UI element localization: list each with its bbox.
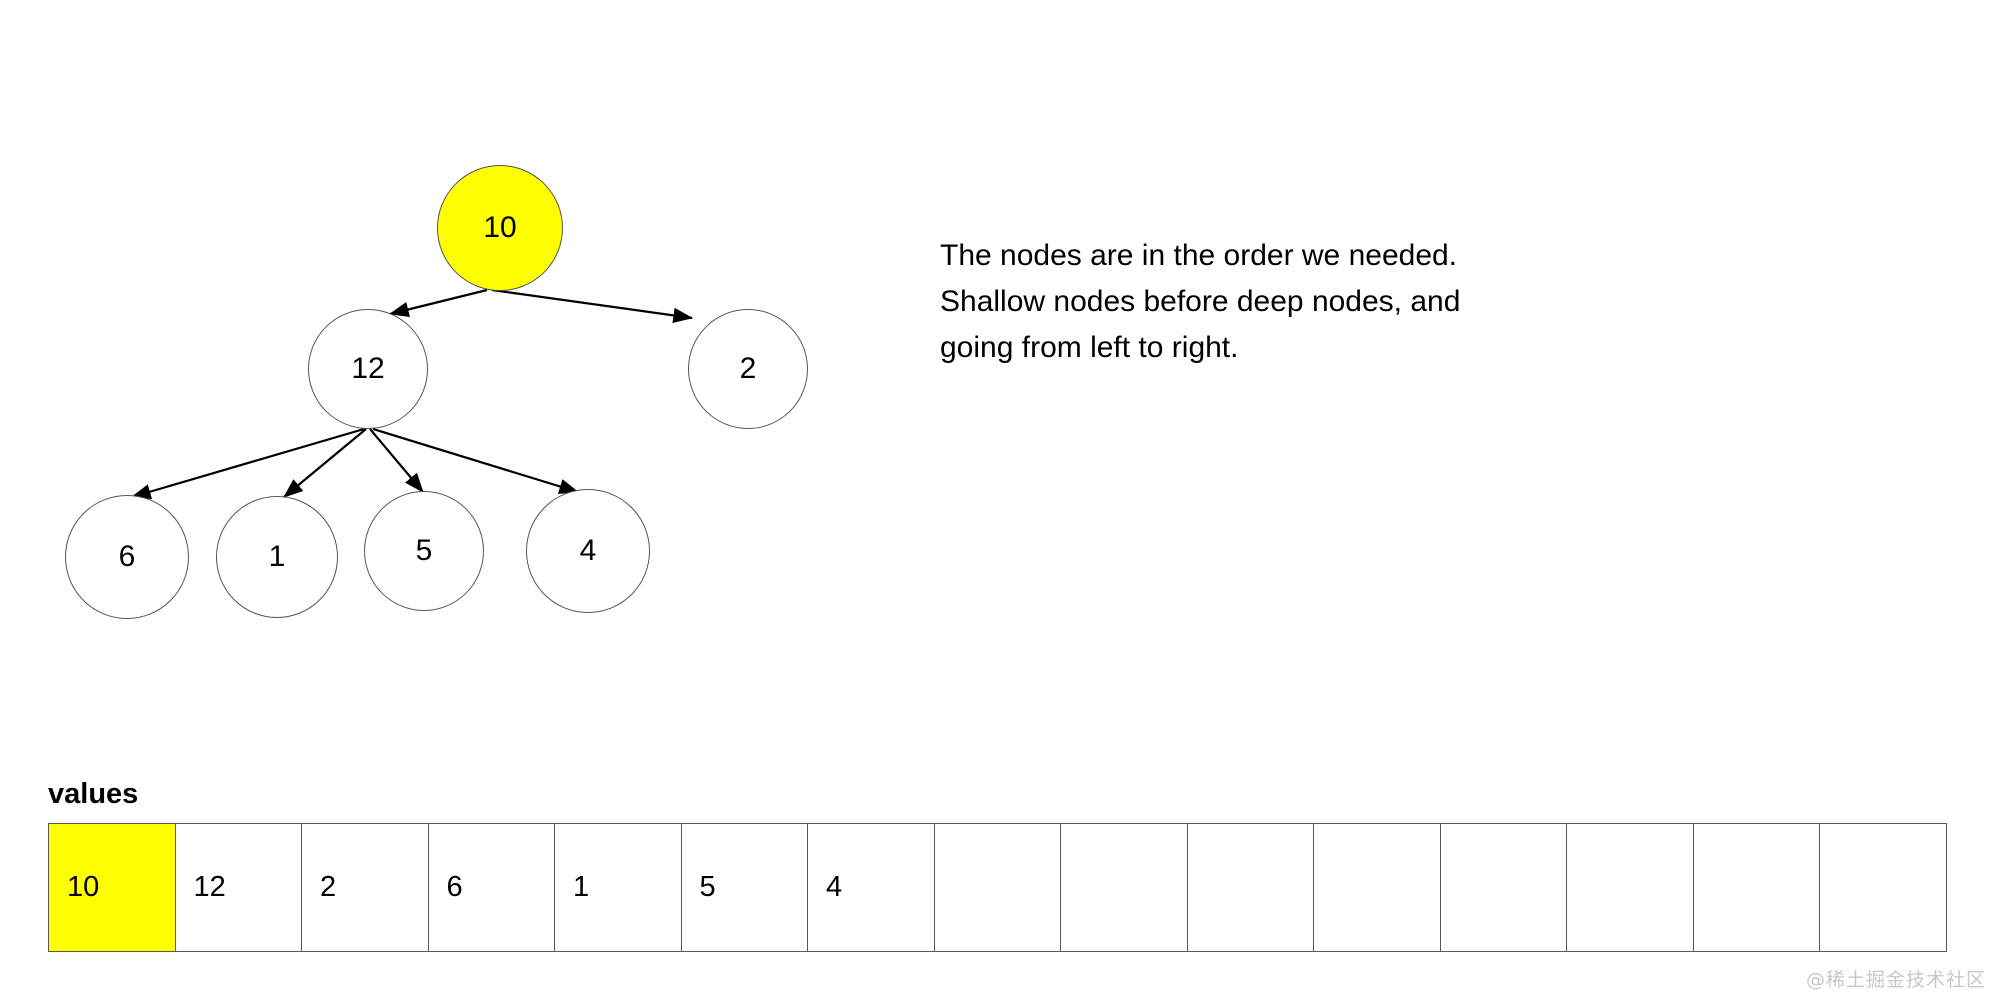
tree-node-label: 2 xyxy=(739,352,757,385)
values-cell-2[interactable]: 2 xyxy=(301,823,429,952)
values-array-section: values 10 12 2 6 1 5 4 xyxy=(48,778,1947,952)
tree-edge-10-2 xyxy=(491,288,694,324)
watermark-text: @稀土掘金技术社区 xyxy=(1805,969,1986,991)
tree-node-4[interactable]: 4 xyxy=(526,489,650,613)
tree-node-5[interactable]: 5 xyxy=(364,491,484,611)
values-array-label: values xyxy=(48,778,139,810)
tree-edges-svg xyxy=(130,288,694,500)
tree-edge-12-6 xyxy=(130,427,365,500)
values-cell-1[interactable]: 12 xyxy=(174,823,302,952)
caption-text: The nodes are in the order we needed. Sh… xyxy=(940,239,1461,364)
values-cell-6[interactable]: 4 xyxy=(807,823,935,952)
tree-edge-12-1 xyxy=(283,428,367,498)
values-cell-3[interactable]: 6 xyxy=(427,823,555,952)
values-cell-12[interactable] xyxy=(1566,823,1694,952)
values-cell-13[interactable] xyxy=(1692,823,1820,952)
table-row: 10 12 2 6 1 5 4 xyxy=(48,823,1947,952)
values-array-table: 10 12 2 6 1 5 4 xyxy=(48,823,1947,952)
tree-node-label: 5 xyxy=(415,534,433,567)
values-cell-9[interactable] xyxy=(1186,823,1314,952)
values-cell-8[interactable] xyxy=(1060,823,1188,952)
tree-node-label: 6 xyxy=(118,540,136,573)
values-cell-11[interactable] xyxy=(1439,823,1567,952)
tree-diagram: 10 12 2 6 1 5 4 xyxy=(0,0,900,660)
tree-node-12[interactable]: 12 xyxy=(308,309,428,429)
tree-edge-12-5 xyxy=(369,428,424,493)
values-cell-14[interactable] xyxy=(1819,823,1947,952)
tree-node-2[interactable]: 2 xyxy=(688,309,808,429)
tree-node-root[interactable]: 10 xyxy=(437,165,563,291)
tree-node-label: 12 xyxy=(351,352,385,385)
tree-node-label: 1 xyxy=(268,540,286,573)
tree-edge-12-4 xyxy=(372,427,580,494)
tree-node-6[interactable]: 6 xyxy=(65,495,189,619)
values-cell-10[interactable] xyxy=(1313,823,1441,952)
values-cell-7[interactable] xyxy=(933,823,1061,952)
tree-node-label: 10 xyxy=(483,211,517,244)
tree-node-1[interactable]: 1 xyxy=(216,496,338,618)
values-cell-5[interactable]: 5 xyxy=(680,823,808,952)
tree-edge-10-12 xyxy=(388,288,488,317)
tree-node-label: 4 xyxy=(579,534,597,567)
values-cell-4[interactable]: 1 xyxy=(554,823,682,952)
values-cell-0[interactable]: 10 xyxy=(48,823,176,952)
